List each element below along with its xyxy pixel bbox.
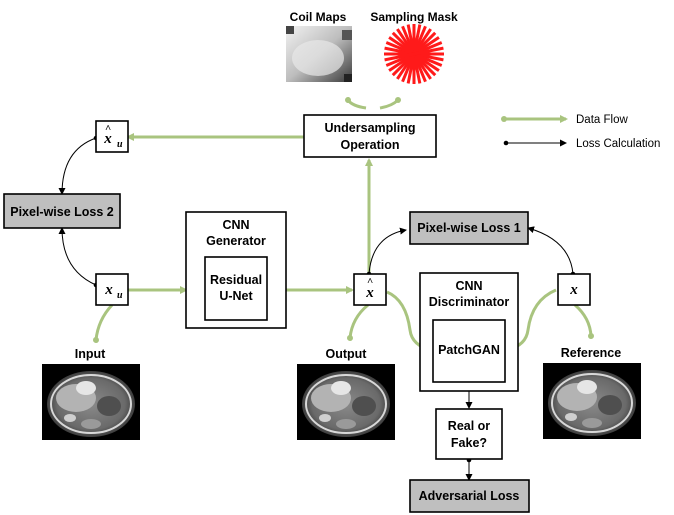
pixel-loss-2-box [3, 193, 121, 229]
cnn-generator-line2: Generator [206, 234, 266, 248]
loss-x-to-loss1 [527, 226, 576, 277]
cnn-generator-line1: CNN [222, 218, 249, 232]
xu-hat-box [95, 120, 129, 153]
xu-subscript: u [117, 290, 123, 301]
x-hat-symbol: x [365, 285, 374, 301]
legend: Data Flow Loss Calculation [501, 114, 660, 150]
sampling-mask-image [384, 24, 444, 84]
output-label: Output [326, 347, 368, 361]
legend-data-flow-label: Data Flow [576, 114, 628, 126]
flow-coil-to-undersampling [345, 97, 367, 110]
patchgan-box [432, 319, 506, 383]
cnn-discriminator-line1: CNN [455, 279, 482, 293]
real-or-fake-line2: Fake? [451, 436, 487, 450]
loss-xhat-to-loss1 [366, 227, 407, 277]
xu-hat-hat: ^ [105, 123, 111, 135]
flow-xhat-to-output [347, 303, 369, 341]
flow-mask-to-undersampling [379, 97, 401, 110]
undersampling-line2: Operation [340, 138, 399, 152]
adversarial-loss-label: Adversarial Loss [419, 489, 520, 503]
loss-xuhat-to-loss2 [58, 135, 99, 195]
real-or-fake-line1: Real or [448, 419, 491, 433]
residual-unet-box [204, 256, 268, 321]
residual-unet-line1: Residual [210, 273, 262, 287]
xu-box [95, 273, 129, 306]
x-box [557, 273, 591, 306]
xu-symbol: x [104, 282, 113, 298]
loss-xu-to-loss2 [58, 227, 99, 288]
pixel-loss-2-label: Pixel-wise Loss 2 [10, 205, 114, 219]
coil-maps-label: Coil Maps [290, 10, 347, 24]
output-image [296, 363, 396, 441]
undersampling-line1: Undersampling [325, 121, 416, 135]
legend-loss-label: Loss Calculation [576, 138, 660, 150]
sampling-mask-label: Sampling Mask [370, 10, 458, 24]
x-hat-hat: ^ [367, 276, 373, 288]
x-hat-box [353, 273, 387, 306]
input-image [41, 363, 141, 441]
pixel-loss-1-label: Pixel-wise Loss 1 [417, 221, 521, 235]
cnn-discriminator-line2: Discriminator [429, 295, 510, 309]
undersampling-operation-box [303, 114, 437, 158]
flow-reference-to-x [574, 303, 594, 339]
real-or-fake-box [435, 408, 503, 460]
sampling-spoke [384, 46, 444, 62]
pixel-loss-1-box [409, 211, 529, 245]
patchgan-label: PatchGAN [438, 343, 500, 357]
reference-label: Reference [561, 346, 621, 360]
adversarial-loss-box [409, 479, 530, 513]
residual-unet-line2: U-Net [219, 289, 253, 303]
flow-input-to-xu [93, 303, 114, 343]
x-symbol: x [569, 282, 578, 298]
xu-hat-subscript: u [117, 139, 123, 150]
reference-image [542, 362, 642, 440]
xu-hat-symbol: x [103, 131, 112, 147]
input-label: Input [75, 347, 106, 361]
coil-maps-image [286, 26, 352, 82]
